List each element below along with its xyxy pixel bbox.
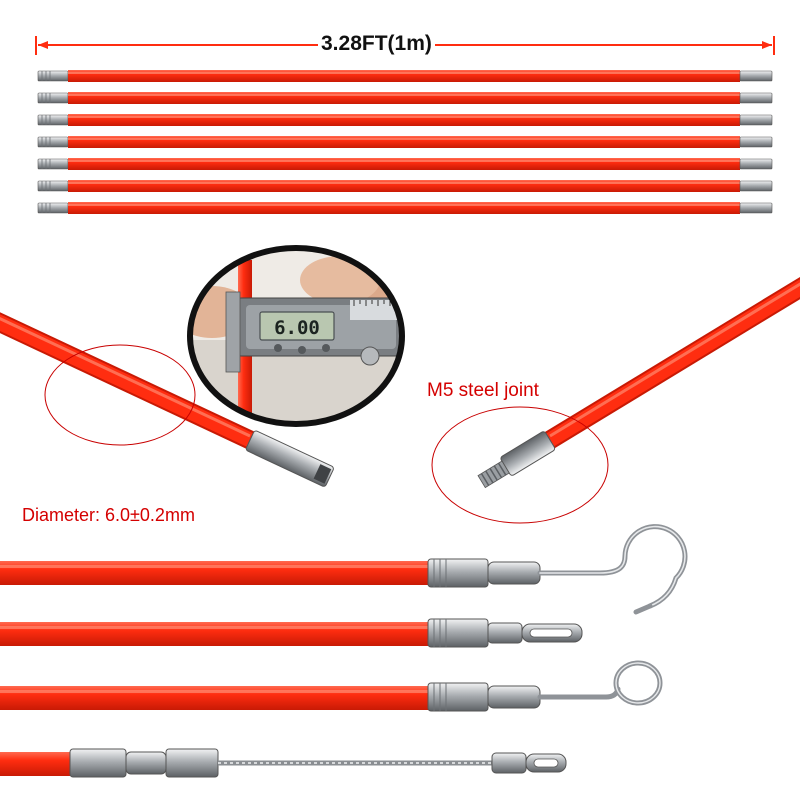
- joint-label: M5 steel joint: [427, 380, 539, 401]
- rod-end-female: [0, 312, 334, 487]
- rod-end-male: [477, 276, 800, 489]
- rod: [37, 180, 773, 192]
- rod-with-ring-eye: [0, 660, 663, 712]
- callout-ellipse-right: [431, 406, 609, 524]
- rod-with-slotted-eye: [0, 618, 583, 648]
- caliper-reading: 6.00: [274, 317, 320, 339]
- rod-with-hook: [0, 524, 688, 615]
- callout-ellipse-left: [44, 344, 196, 446]
- length-label: 3.28FT(1m): [318, 32, 435, 56]
- rod: [37, 92, 773, 104]
- rod: [37, 136, 773, 148]
- rod-with-cable-eye: [0, 748, 567, 778]
- rod: [37, 114, 773, 126]
- diameter-label: Diameter: 6.0±0.2mm: [22, 505, 195, 525]
- rod: [37, 202, 773, 214]
- rod: [37, 70, 773, 82]
- rod: [37, 158, 773, 170]
- rod-stack: [37, 70, 773, 214]
